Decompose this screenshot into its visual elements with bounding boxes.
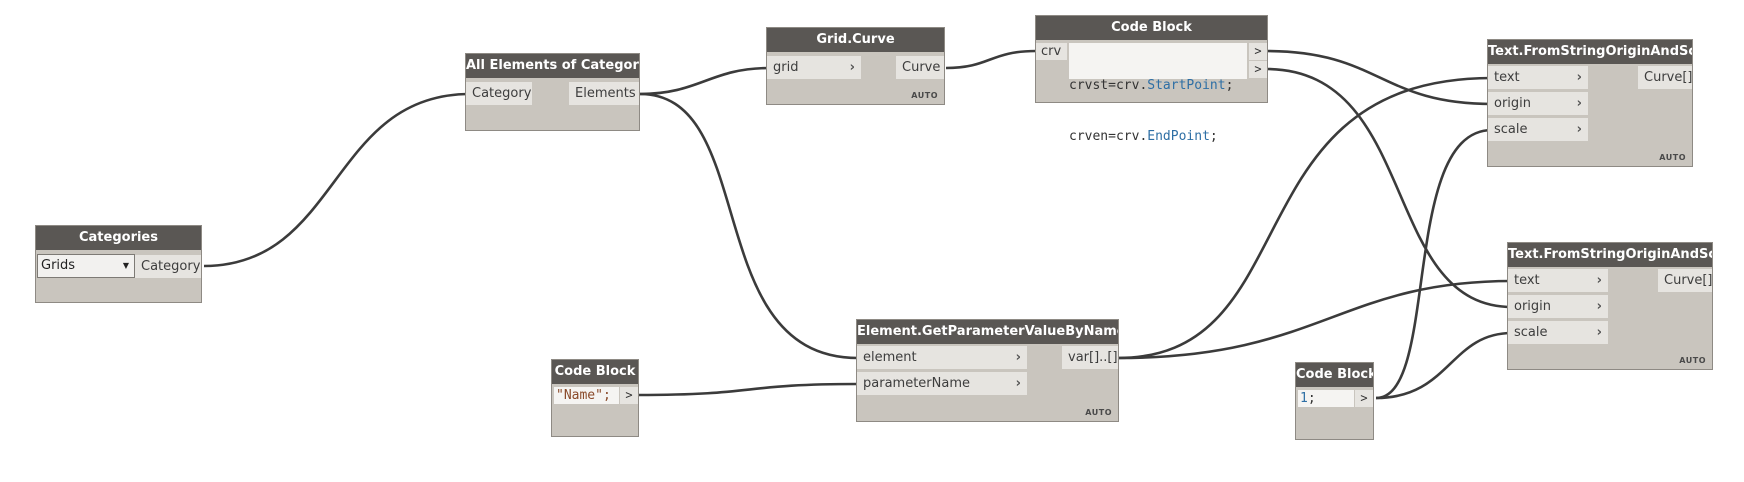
node-title: Categories (36, 226, 201, 250)
wire-elements-to-grid-curve[interactable] (639, 66, 771, 96)
node-code-block-name[interactable]: Code Block "Name"; > (551, 359, 639, 437)
port-label: origin (1514, 299, 1552, 314)
input-port-text[interactable]: text › (1508, 269, 1608, 293)
node-text-from-string-top[interactable]: Text.FromStringOriginAndScale text › ori… (1487, 39, 1693, 167)
code-line-2: crven=crv.EndPoint; (1069, 129, 1218, 144)
port-label: text (1494, 70, 1520, 85)
node-title: Code Block (1036, 16, 1267, 40)
output-port-elements[interactable]: Elements (569, 82, 639, 106)
chevron-right-icon: › (1596, 299, 1602, 314)
input-port-category[interactable]: Category (466, 82, 532, 106)
chevron-right-icon: › (1576, 96, 1582, 111)
port-label: grid (773, 60, 799, 75)
chevron-right-icon: › (1015, 350, 1021, 365)
input-port-text[interactable]: text › (1488, 66, 1588, 90)
output-port-crven[interactable]: > (1248, 61, 1267, 78)
node-title: Code Block (552, 360, 638, 384)
input-port-scale[interactable]: scale › (1508, 321, 1608, 345)
input-port-origin[interactable]: origin › (1488, 92, 1588, 116)
port-label: scale (1494, 122, 1528, 137)
port-label: scale (1514, 325, 1548, 340)
chevron-right-icon: › (1596, 325, 1602, 340)
lacing-indicator[interactable]: AUTO (1085, 408, 1112, 417)
code-editor[interactable]: crvst=crv.StartPoint; crven=crv.EndPoint… (1069, 43, 1247, 144)
chevron-down-icon: ▼ (122, 261, 129, 270)
node-grid-curve[interactable]: Grid.Curve grid › Curve AUTO (766, 27, 945, 105)
category-dropdown[interactable]: Grids ▼ (37, 254, 135, 278)
wire-one-to-text-top-scale[interactable] (1375, 128, 1493, 400)
node-title: Text.FromStringOriginAndScale (1488, 40, 1692, 64)
port-label: origin (1494, 96, 1532, 111)
node-code-block-points[interactable]: Code Block crv crvst=crv.StartPoint; crv… (1035, 15, 1268, 144)
input-port-origin[interactable]: origin › (1508, 295, 1608, 319)
port-label: text (1514, 273, 1540, 288)
wire-startpoint-to-text-top-origin[interactable] (1265, 49, 1493, 106)
input-port-scale[interactable]: scale › (1488, 118, 1588, 142)
wire-categories-to-all-elements[interactable] (203, 92, 471, 268)
node-title: Code Block (1296, 363, 1373, 387)
input-port-element[interactable]: element › (857, 346, 1027, 370)
wire-grid-curve-to-code-block[interactable] (945, 49, 1037, 70)
lacing-indicator[interactable]: AUTO (1679, 356, 1706, 365)
node-categories[interactable]: Categories Grids ▼ Category (35, 225, 202, 303)
code-line-1: crvst=crv.StartPoint; (1069, 78, 1234, 93)
node-title: Grid.Curve (767, 28, 944, 52)
lacing-indicator[interactable]: AUTO (911, 91, 938, 100)
node-code-block-one[interactable]: Code Block 1; > (1295, 362, 1374, 440)
output-port-category[interactable]: Category (135, 255, 201, 279)
node-text-from-string-bottom[interactable]: Text.FromStringOriginAndScale text › ori… (1507, 242, 1713, 370)
output-port-value[interactable]: > (619, 387, 638, 404)
wire-one-to-text-bottom-scale[interactable] (1375, 331, 1513, 400)
chevron-right-icon: › (1015, 376, 1021, 391)
node-title: Element.GetParameterValueByName (857, 320, 1118, 344)
node-title: Text.FromStringOriginAndScale (1508, 243, 1712, 267)
input-port-grid[interactable]: grid › (767, 56, 861, 80)
wire-elements-to-get-param[interactable] (639, 92, 859, 360)
chevron-right-icon: › (1576, 70, 1582, 85)
input-port-parameter-name[interactable]: parameterName › (857, 372, 1027, 396)
chevron-right-icon: › (1576, 122, 1582, 137)
chevron-right-icon: › (849, 60, 855, 75)
node-all-elements-of-category[interactable]: All Elements of Category Category Elemen… (465, 53, 640, 131)
output-port-curves[interactable]: Curve[] (1638, 66, 1693, 90)
wire-get-param-to-text-bottom[interactable] (1117, 279, 1513, 360)
code-editor[interactable]: 1; (1298, 390, 1357, 407)
wire-name-to-get-param[interactable] (637, 382, 859, 397)
output-port-crvst[interactable]: > (1248, 43, 1267, 60)
output-port-curve[interactable]: Curve (896, 56, 944, 80)
chevron-right-icon: › (1596, 273, 1602, 288)
output-port-var[interactable]: var[]..[] (1062, 346, 1118, 370)
output-port-value[interactable]: > (1354, 390, 1373, 407)
output-port-curves[interactable]: Curve[] (1658, 269, 1713, 293)
input-port-crv[interactable]: crv (1036, 43, 1067, 60)
node-get-parameter-value-by-name[interactable]: Element.GetParameterValueByName element … (856, 319, 1119, 422)
dropdown-value: Grids (41, 258, 76, 273)
port-label: element (863, 350, 917, 365)
port-label: parameterName (863, 376, 970, 391)
wire-endpoint-to-text-bottom-origin[interactable] (1265, 67, 1513, 309)
lacing-indicator[interactable]: AUTO (1659, 153, 1686, 162)
code-editor[interactable]: "Name"; (554, 387, 622, 404)
node-title: All Elements of Category (466, 54, 639, 78)
